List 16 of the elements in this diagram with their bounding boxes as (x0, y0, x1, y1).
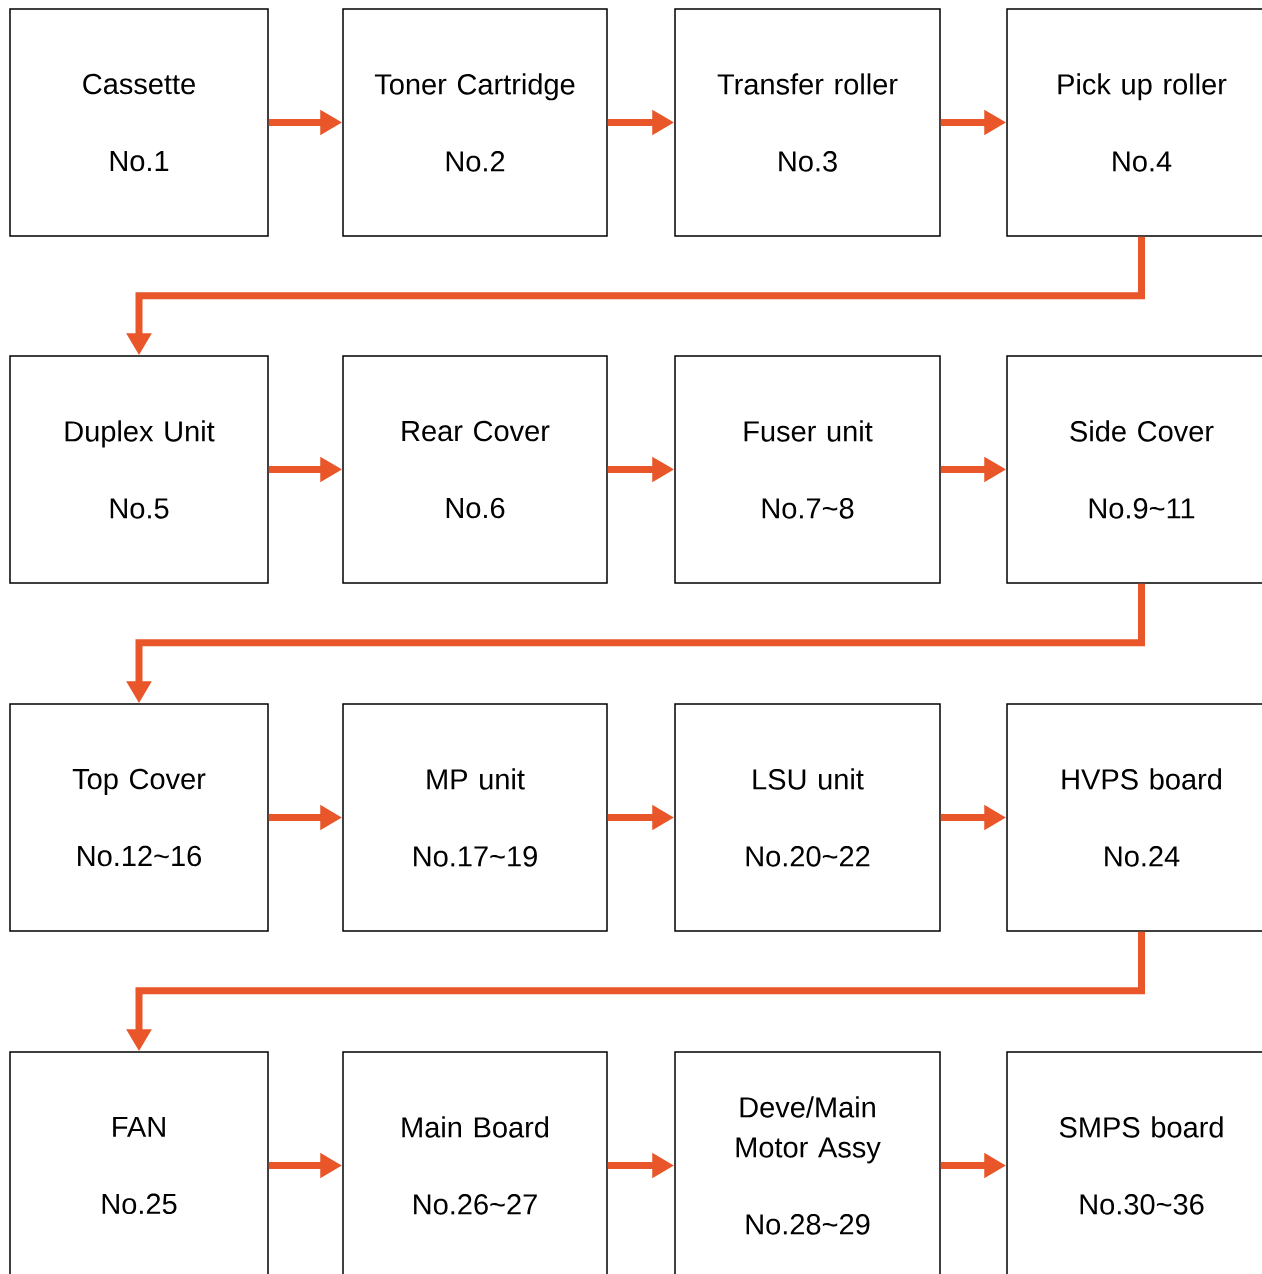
process-box: Cassette No.1 (9, 8, 269, 237)
process-box: Toner Cartridge No.2 (342, 8, 608, 237)
process-box: FAN No.25 (9, 1051, 269, 1274)
process-box: MP unit No.17~19 (342, 703, 608, 932)
process-box: Duplex Unit No.5 (9, 355, 269, 584)
process-box: HVPS board No.24 (1006, 703, 1262, 932)
process-box: Deve/Main Motor Assy No.28~29 (674, 1051, 941, 1274)
process-box: Fuser unit No.7~8 (674, 355, 941, 584)
process-box: Main Board No.26~27 (342, 1051, 608, 1274)
process-box: Side Cover No.9~11 (1006, 355, 1262, 584)
process-box: SMPS board No.30~36 (1006, 1051, 1262, 1274)
process-box: Pick up roller No.4 (1006, 8, 1262, 237)
process-box: LSU unit No.20~22 (674, 703, 941, 932)
process-box: Transfer roller No.3 (674, 8, 941, 237)
process-box: Top Cover No.12~16 (9, 703, 269, 932)
process-box: Rear Cover No.6 (342, 355, 608, 584)
